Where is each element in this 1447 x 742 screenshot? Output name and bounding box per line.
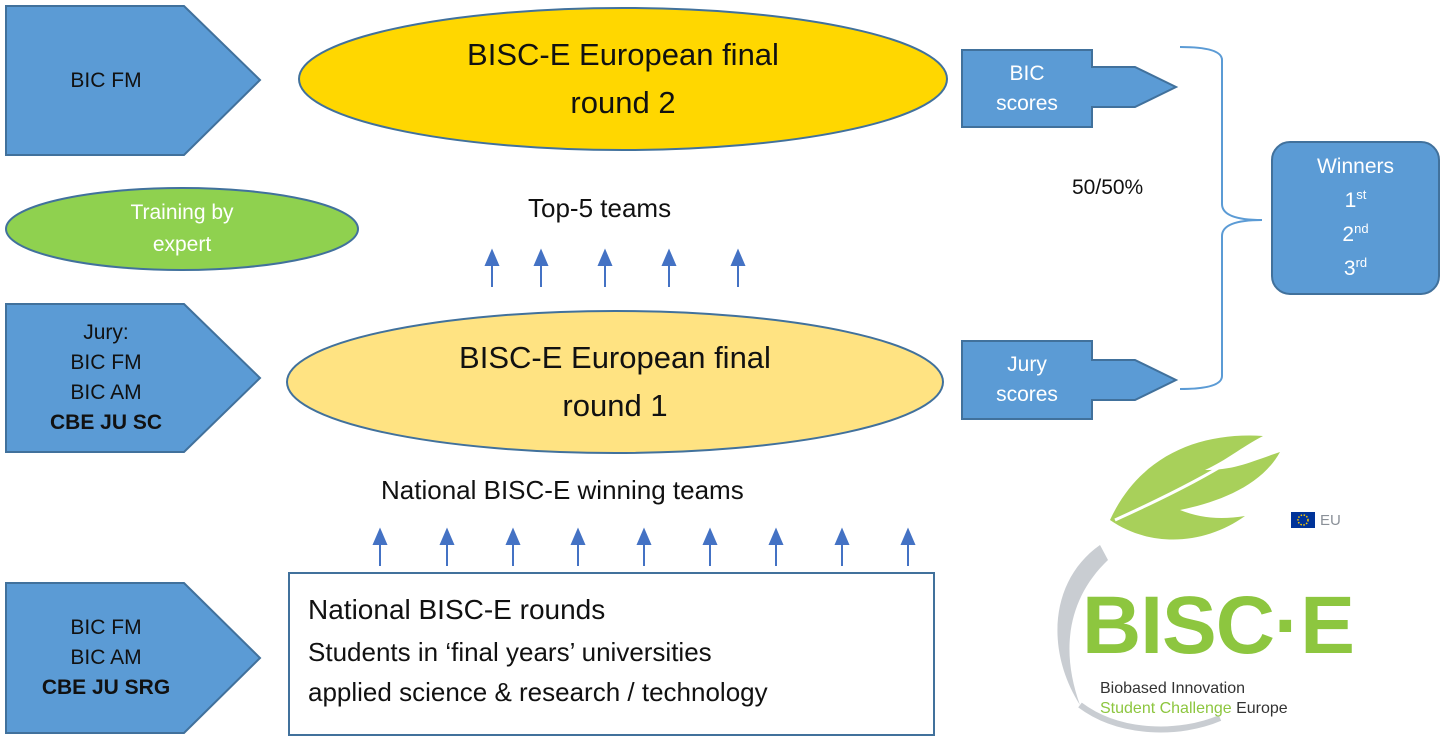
oval-training-label: Training by expert: [6, 188, 358, 270]
jury-scores-label: Jury scores: [962, 341, 1092, 419]
left-arrow-top: [5, 5, 262, 156]
winners-first: 1st: [1344, 187, 1367, 212]
jury-scores-line2: scores: [996, 383, 1058, 406]
logo-eu-text: EU: [1320, 512, 1341, 529]
logo-tagline-2a: Student Challenge: [1100, 700, 1232, 717]
winners-box: Winners 1st 2nd 3rd: [1272, 142, 1439, 294]
national-box-title: National BISC-E rounds: [308, 594, 606, 625]
left-arrow-middle: [5, 303, 262, 453]
left-arrow-top-label: BIC FM: [6, 6, 206, 155]
jury-scores-line1: Jury: [1007, 353, 1047, 376]
oval-training-line1: Training by: [130, 201, 234, 224]
split-label: 50/50%: [1072, 176, 1144, 199]
left-arrow-middle-label: Jury: BIC FM BIC AM CBE JU SC: [6, 304, 206, 452]
eu-flag-icon: [1291, 512, 1315, 528]
logo-leaf-icon: [1057, 435, 1280, 733]
bic-scores-label: BIC scores: [962, 50, 1092, 127]
winners-second: 2nd: [1342, 221, 1369, 246]
oval-round2-shape: [298, 7, 948, 151]
oval-round1-line1: BISC-E European final: [459, 340, 771, 375]
oval-training-shape: [5, 187, 359, 271]
oval-round1-label: BISC-E European final round 1: [287, 311, 943, 453]
national-up-arrows: [372, 527, 916, 566]
oval-training-line2: expert: [152, 233, 212, 256]
oval-round1-shape: [286, 310, 944, 454]
logo-wordmark: BISC·E: [1082, 580, 1355, 671]
jury-member-bic-am: BIC AM: [70, 381, 142, 404]
top5-up-arrows: [484, 248, 746, 287]
merge-bracket: [1179, 46, 1263, 390]
oval-round1-line2: round 1: [562, 388, 668, 423]
national-box: National BISC-E rounds Students in ‘fina…: [308, 588, 928, 712]
bic-scores-line2: scores: [996, 91, 1058, 115]
jury-scores-arrow: [961, 340, 1179, 420]
top5-label: Top-5 teams: [528, 193, 672, 223]
national-winners-label: National BISC-E winning teams: [381, 475, 744, 505]
winners-third: 3rd: [1343, 255, 1368, 280]
national-box-shape: [288, 572, 935, 736]
national-box-line2: applied science & research / technology: [308, 677, 768, 707]
winners-title: Winners: [1316, 155, 1395, 178]
bottom-member-bic-am: BIC AM: [70, 646, 142, 669]
bottom-member-bic-fm: BIC FM: [70, 616, 142, 639]
oval-round2-line2: round 2: [570, 85, 676, 120]
logo-tagline-1: Biobased Innovation: [1100, 680, 1245, 697]
jury-member-bic-fm: BIC FM: [70, 351, 142, 374]
national-box-line1: Students in ‘final years’ universities: [308, 637, 712, 667]
logo-tagline-2b: Europe: [1236, 700, 1288, 717]
bic-scores-arrow: [961, 49, 1179, 128]
winners-box-shape: [1271, 141, 1440, 295]
left-arrow-top-line: BIC FM: [70, 68, 142, 92]
bic-scores-line1: BIC: [1009, 61, 1045, 85]
left-arrow-bottom: [5, 582, 262, 734]
logo-tagline-2: Student Challenge Europe: [1100, 700, 1288, 718]
oval-round2-label: BISC-E European final round 2: [299, 8, 947, 150]
left-arrow-bottom-label: BIC FM BIC AM CBE JU SRG: [6, 583, 206, 733]
oval-round2-line1: BISC-E European final: [467, 37, 779, 72]
bottom-member-cbe-ju-srg: CBE JU SRG: [41, 676, 171, 699]
jury-member-cbe-ju-sc: CBE JU SC: [49, 411, 163, 434]
jury-heading: Jury:: [83, 321, 129, 344]
bisc-e-logo: EU BISC·E Biobased Innovation Student Ch…: [1070, 500, 1370, 735]
